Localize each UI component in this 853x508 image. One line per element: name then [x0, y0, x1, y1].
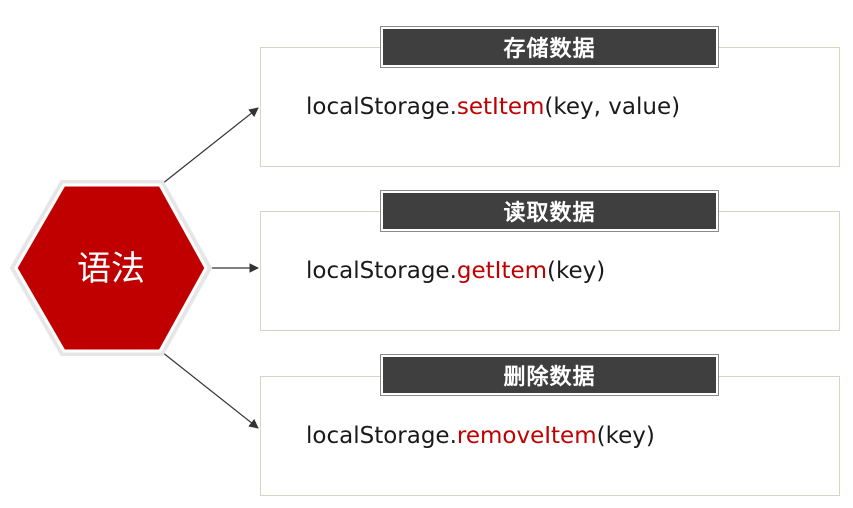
read-args: (key) [547, 258, 606, 284]
delete-data-tag: 删除数据 [380, 354, 719, 396]
syntax-label: 语法 [77, 249, 145, 289]
store-data-tag: 存储数据 [380, 26, 719, 68]
arrow-to-delete [161, 351, 259, 429]
read-object: localStorage. [306, 258, 457, 284]
syntax-hexagon-outline [9, 180, 213, 356]
arrow-to-store [161, 107, 259, 185]
delete-code: localStorage.removeItem(key) [306, 377, 655, 495]
store-object: localStorage. [306, 94, 457, 120]
read-data-tag: 读取数据 [380, 190, 719, 232]
read-method: getItem [456, 258, 548, 284]
read-data-card: localStorage.getItem(key) [260, 211, 840, 331]
store-code: localStorage.setItem(key, value) [306, 48, 680, 166]
read-code: localStorage.getItem(key) [306, 212, 605, 330]
delete-data-card: localStorage.removeItem(key) [260, 376, 840, 496]
store-data-card: localStorage.setItem(key, value) [260, 47, 840, 167]
store-args: (key, value) [544, 94, 681, 120]
delete-method: removeItem [456, 423, 597, 449]
delete-object: localStorage. [306, 423, 457, 449]
syntax-hexagon [14, 183, 208, 353]
store-method: setItem [456, 94, 545, 120]
delete-args: (key) [596, 423, 655, 449]
